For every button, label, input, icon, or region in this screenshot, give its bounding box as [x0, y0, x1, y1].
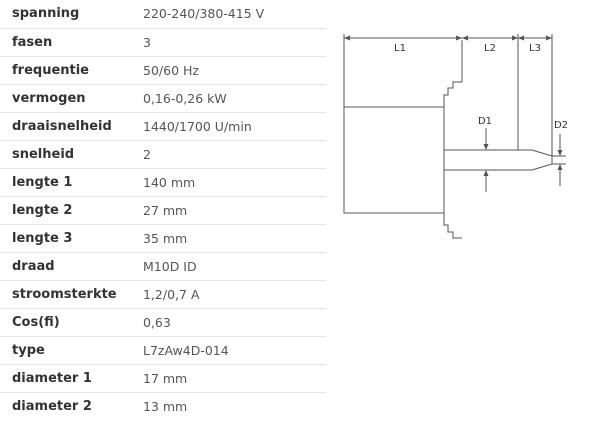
spec-value: L7zAw4D-014: [143, 336, 326, 365]
spec-label: vermogen: [0, 84, 143, 113]
label-l3: L3: [529, 43, 541, 54]
spec-label: spanning: [0, 0, 143, 29]
spec-value: 220-240/380-415 V: [143, 0, 326, 29]
spec-value: M10D ID: [143, 252, 326, 281]
spec-label: lengte 1: [0, 168, 143, 197]
label-l2: L2: [484, 43, 496, 54]
spec-label: draaisnelheid: [0, 112, 143, 141]
spec-label: Cos(fi): [0, 308, 143, 337]
spec-label: draad: [0, 252, 143, 281]
spec-value: 140 mm: [143, 168, 326, 197]
spec-label: snelheid: [0, 140, 143, 169]
spec-value: 17 mm: [143, 364, 326, 393]
spec-value: 1440/1700 U/min: [143, 112, 326, 141]
spec-label: diameter 1: [0, 364, 143, 393]
arrow-l3-right: [546, 35, 552, 41]
label-d2: D2: [554, 120, 568, 131]
spec-value: 3: [143, 28, 326, 57]
spec-value: 13 mm: [143, 398, 188, 414]
motor-shaft: [444, 149, 553, 171]
arrow-d2-top: [557, 150, 563, 156]
spec-row: diameter 2 13 mm: [0, 392, 326, 420]
arrow-d2-bottom: [557, 164, 563, 170]
flange-top: [443, 40, 463, 107]
spec-label: fasen: [0, 28, 143, 57]
spec-row: Cos(fi)0,63: [0, 308, 326, 337]
spec-value: 27 mm: [143, 196, 326, 225]
spec-label: stroomsterkte: [0, 280, 143, 309]
spec-value: 50/60 Hz: [143, 56, 326, 85]
spec-label: type: [0, 336, 143, 365]
arrow-d1-bottom: [483, 170, 489, 176]
spec-value: 1,2/0,7 A: [143, 280, 326, 309]
motor-dimension-drawing: L1 L2 L3 D1 D2: [343, 34, 568, 239]
spec-value: 0,16-0,26 kW: [143, 84, 326, 113]
spec-label: diameter 2: [12, 398, 92, 414]
spec-value: 2: [143, 140, 326, 169]
label-d1: D1: [478, 116, 492, 127]
spec-label: lengte 2: [0, 196, 143, 225]
spec-value: 0,63: [143, 308, 326, 337]
spec-label: lengte 3: [0, 224, 143, 253]
motor-body: [343, 106, 445, 214]
arrow-l1-right: [456, 35, 462, 41]
label-l1: L1: [394, 43, 406, 54]
arrow-l3-left: [518, 35, 524, 41]
arrow-l1-left: [344, 35, 350, 41]
flange-bottom: [443, 213, 462, 239]
arrow-l2-right: [512, 35, 518, 41]
spec-label: frequentie: [0, 56, 143, 85]
spec-value: 35 mm: [143, 224, 326, 253]
arrow-l2-left: [462, 35, 468, 41]
arrow-d1-top: [483, 144, 489, 150]
